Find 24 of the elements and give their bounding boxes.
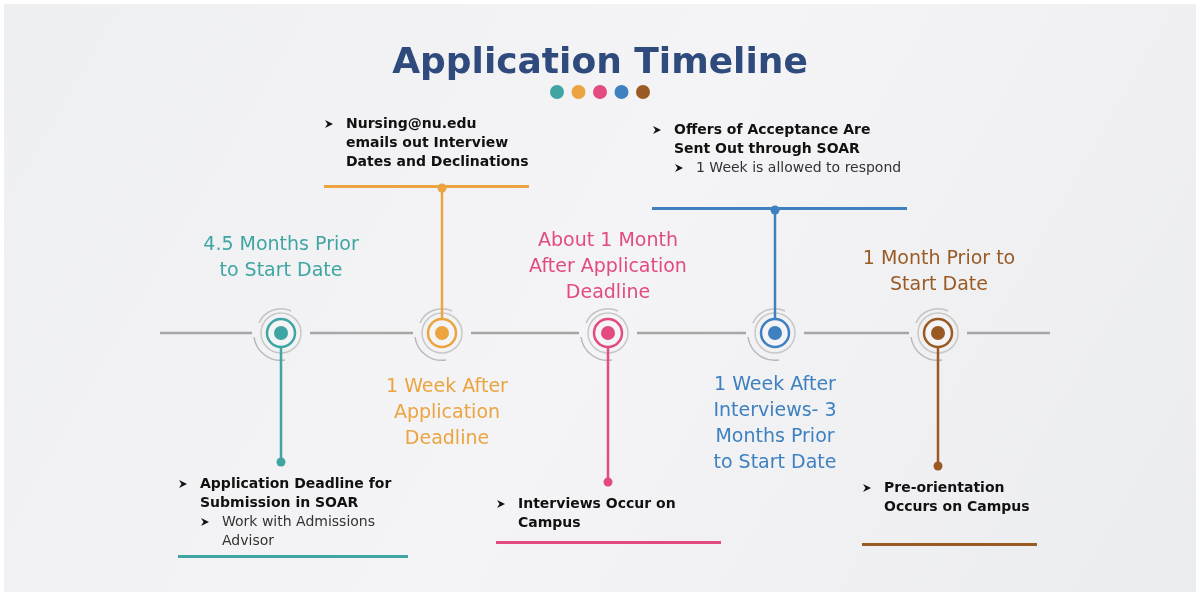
timeline-line	[804, 331, 909, 335]
note-text: Nursing@nu.edu emails out Interview Dates and Declinations	[346, 114, 529, 171]
milestone-note	[652, 120, 907, 210]
note-text: Pre-orientation Occurs on Campus	[884, 478, 1031, 516]
note-text: Interviews Occur on Campus	[518, 494, 677, 532]
milestone-note	[324, 114, 529, 188]
time-label: 1 Week After Interviews- 3 Months Prior to Start Date	[712, 371, 838, 474]
note-text: Application Deadline for Submission in SOAR	[200, 474, 393, 512]
sub-note-text: Work with Admissions Advisor	[222, 512, 376, 550]
time-label: About 1 Month After Application Deadline	[528, 227, 688, 304]
leader-line	[770, 205, 780, 319]
title: Application Timeline	[391, 40, 809, 81]
leader-line	[603, 347, 613, 487]
time-label: 1 Month Prior to Start Date	[861, 245, 1017, 296]
time-label: 1 Week After Application Deadline	[385, 373, 509, 450]
sub-note-text: 1 Week is allowed to respond	[696, 158, 902, 177]
leader-line	[437, 183, 447, 319]
timeline-line	[637, 331, 746, 335]
timeline-line	[471, 331, 579, 335]
note-text: Offers of Acceptance Are Sent Out through SOAR	[674, 120, 872, 158]
leader-line	[933, 347, 943, 471]
leader-line	[276, 347, 286, 467]
time-label: 4.5 Months Prior to Start Date	[202, 231, 360, 282]
timeline-line	[310, 331, 413, 335]
